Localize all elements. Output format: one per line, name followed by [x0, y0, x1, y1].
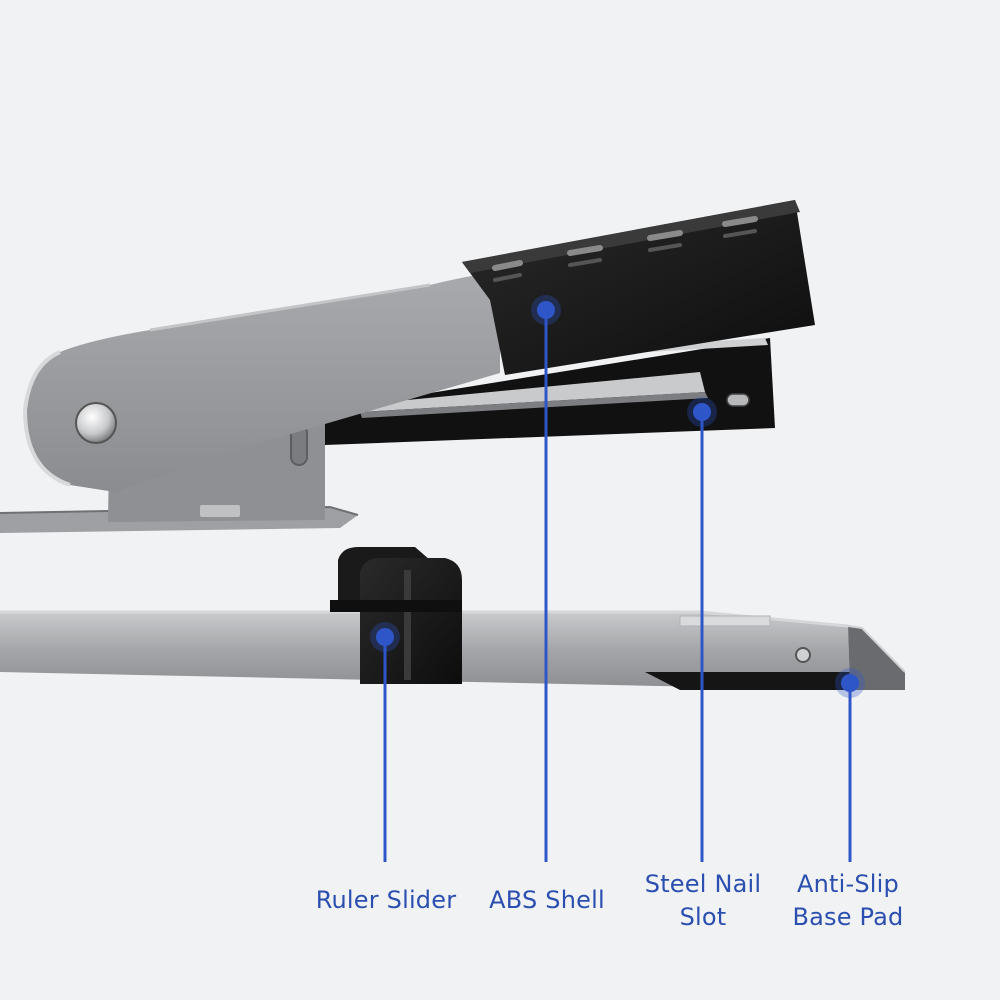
label-steel-nail-slot: Steel Nail Slot [644, 870, 762, 931]
anti-slip-pad [645, 672, 905, 690]
rail-end-cap [848, 626, 905, 690]
ruler-base-assembly [0, 547, 906, 690]
abs-head-shell [462, 200, 815, 375]
callout-lines [370, 295, 865, 862]
callout-dot-abs-shell [537, 301, 555, 319]
pivot-screw [75, 402, 117, 444]
handle-arm [25, 272, 500, 492]
rail-rivet [795, 647, 811, 663]
stapler-upper-assembly [0, 200, 815, 533]
label-abs-shell: ABS Shell [489, 886, 605, 914]
label-anti-slip-base-pad: Anti-Slip Base Pad [792, 870, 904, 931]
callout-dot-anti-slip-base-pad [841, 674, 859, 692]
callout-dot-ruler-slider [376, 628, 394, 646]
slot-rivet [726, 393, 750, 407]
callout-dot-steel-nail-slot [693, 403, 711, 421]
label-ruler-slider: Ruler Slider [315, 886, 457, 914]
